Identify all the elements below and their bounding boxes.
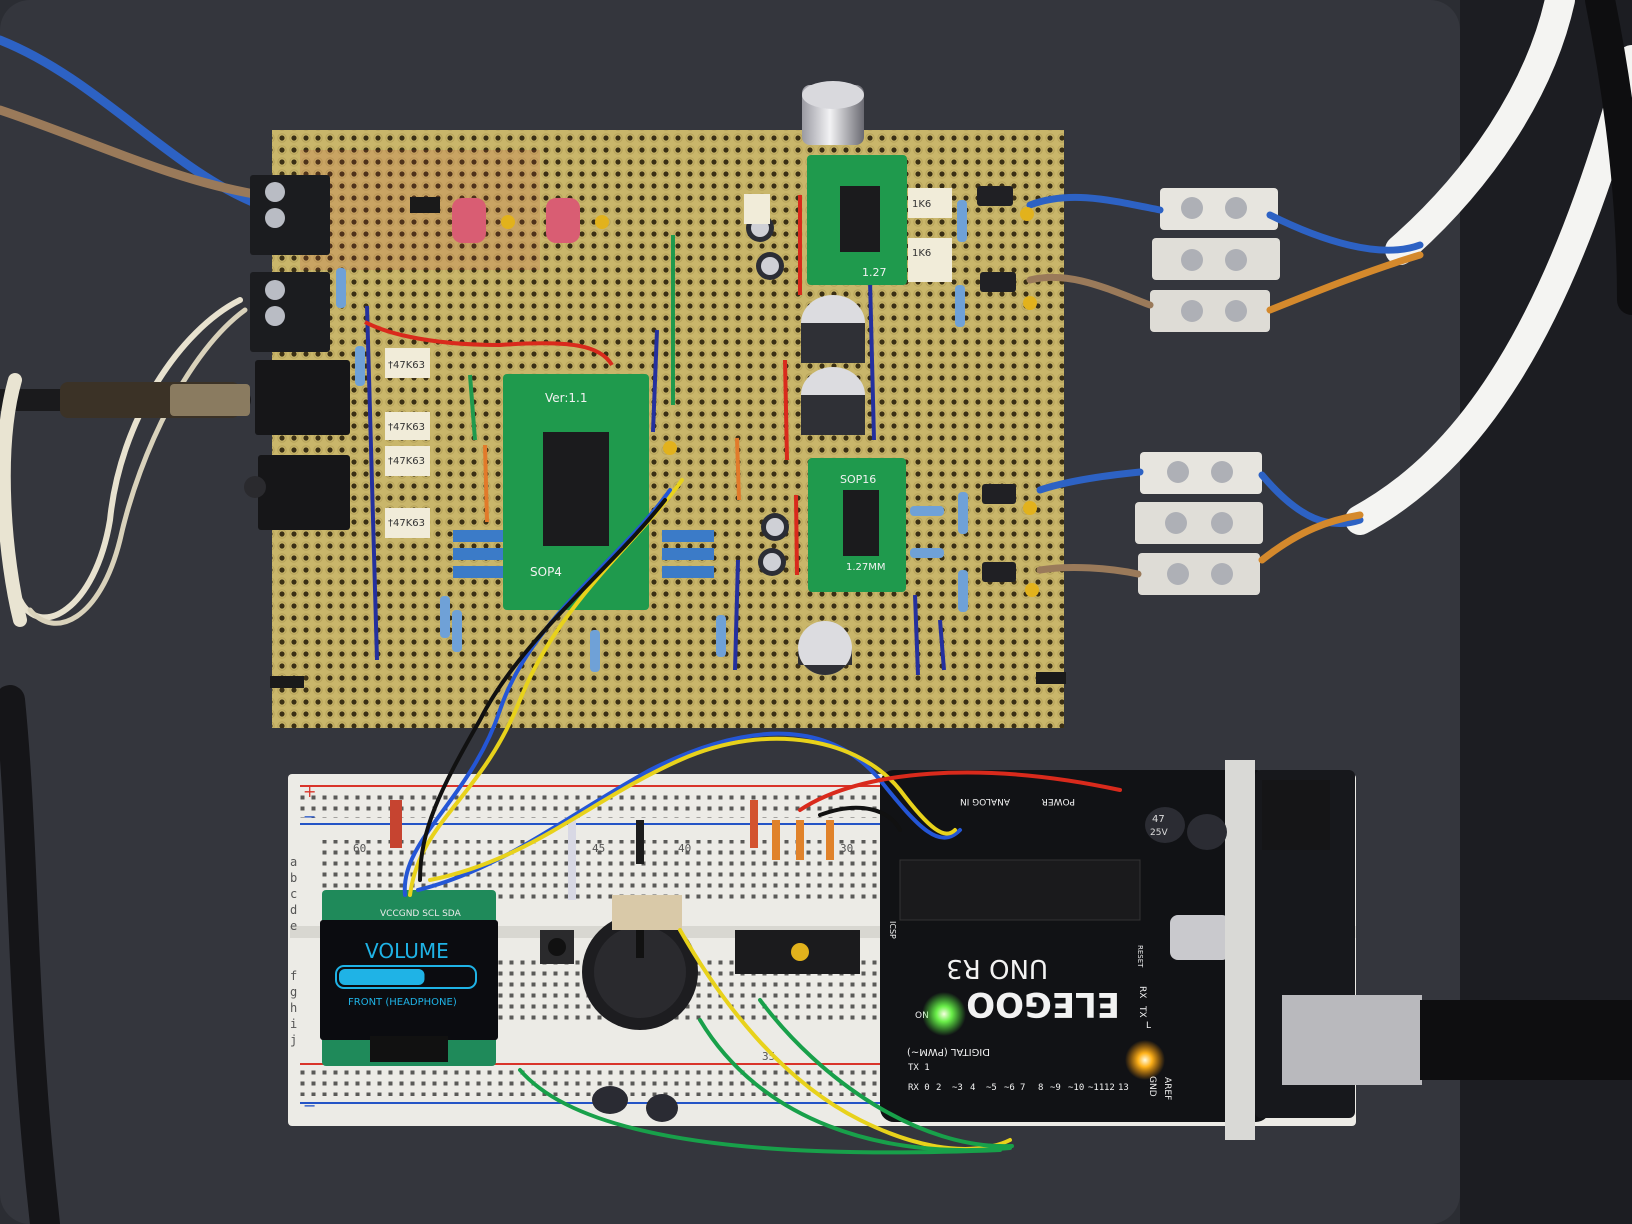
svg-text:†47K63: †47K63 [388, 360, 425, 371]
col-40: 40 [678, 842, 691, 855]
arduino-board: 47 25V ELEGOO UNO R3 DIGITAL (PWM~) ANAL… [880, 760, 1632, 1140]
svg-text:1K6: 1K6 [912, 199, 931, 210]
row-a: a [290, 855, 297, 869]
col-30: 30 [840, 842, 853, 855]
svg-text:7: 7 [1020, 1083, 1025, 1093]
sop28-version: Ver:1.1 [545, 391, 588, 405]
col-45: 45 [592, 842, 605, 855]
digital-label: DIGITAL (PWM~) [907, 1046, 990, 1057]
row-j: j [290, 1033, 297, 1047]
row-d: d [290, 903, 297, 917]
arduino-model: UNO R3 [946, 953, 1048, 983]
power-label: POWER [1042, 796, 1075, 806]
cap-value: 47 [1152, 814, 1165, 825]
row-e: e [290, 919, 297, 933]
aref-label: AREF [1162, 1077, 1172, 1100]
svg-text:†47K63: †47K63 [388, 456, 425, 467]
svg-text:TX 1: TX 1 [908, 1063, 930, 1073]
sop16-adapter-top: 1.27 [807, 155, 907, 285]
svg-text:~5: ~5 [986, 1083, 997, 1093]
volume-bar-outline [335, 965, 477, 989]
svg-text:~6: ~6 [1004, 1083, 1015, 1093]
sop16-top-size: 1.27 [862, 266, 887, 279]
svg-text:1K6: 1K6 [912, 248, 931, 259]
icsp-label: ICSP [888, 921, 897, 939]
rail-minus: − [303, 807, 316, 826]
reset-label: RESET [1136, 945, 1144, 968]
digital-pin-labels: 13 12 ~11 ~10 ~9 8 7 ~6 ~5 4 ~3 2 TX 1 R… [908, 1063, 1129, 1093]
svg-text:†47K63: †47K63 [388, 422, 425, 433]
svg-text:~9: ~9 [1050, 1083, 1061, 1093]
power-led [922, 992, 966, 1036]
oled-module: VCCGND SCL SDA VOLUME FRONT (HEADPHONE) [320, 890, 498, 1066]
board-components [270, 81, 1066, 688]
sop28-adapter: Ver:1.1 SOP4 [503, 374, 649, 610]
row-c: c [290, 887, 297, 901]
l-label: L [1146, 1021, 1151, 1031]
left-connectors [244, 175, 350, 530]
left-cables [0, 35, 265, 1224]
row-f: f [290, 969, 297, 983]
svg-text:~11: ~11 [1088, 1083, 1104, 1093]
sop28-name: SOP4 [530, 565, 562, 579]
svg-text:†47K63: †47K63 [388, 518, 425, 529]
output-wires [1026, 193, 1424, 578]
on-label: ON [915, 1011, 929, 1021]
volume-bar-fill [339, 969, 425, 985]
svg-text:4: 4 [970, 1083, 975, 1093]
jumper-wires [402, 478, 1122, 1155]
row-b: b [290, 871, 297, 885]
svg-text:~3: ~3 [952, 1083, 963, 1093]
sop16-adapter: SOP16 1.27MM [808, 458, 906, 592]
svg-text:13: 13 [1118, 1083, 1129, 1093]
rail-plus: + [303, 782, 316, 801]
sop16-size: 1.27MM [846, 562, 886, 573]
film-cap-labels: †47K63 †47K63 †47K63 †47K63 1K6 1K6 [388, 199, 931, 529]
cap-voltage: 25V [1150, 828, 1168, 838]
terminal-blocks-right [1135, 188, 1280, 595]
row-i: i [290, 1017, 297, 1031]
sop16-name: SOP16 [840, 473, 876, 486]
oled-header: VCCGND SCL SDA [380, 909, 462, 919]
svg-text:RX 0: RX 0 [908, 1083, 930, 1093]
row-g: g [290, 985, 297, 999]
svg-text:8: 8 [1038, 1083, 1043, 1093]
col-60: 60 [353, 842, 366, 855]
svg-text:~10: ~10 [1068, 1083, 1084, 1093]
tx-label: TX [1137, 1005, 1147, 1018]
svg-text:12: 12 [1104, 1083, 1115, 1093]
rail-minus-bottom: − [303, 1096, 316, 1115]
gnd-label: GND [1147, 1076, 1157, 1097]
analog-label: ANALOG IN [960, 796, 1010, 806]
pin13-led [1125, 1040, 1165, 1080]
right-cables [1345, 0, 1632, 535]
rx-label: RX [1137, 986, 1147, 998]
oled-subtitle: FRONT (HEADPHONE) [348, 997, 457, 1008]
oled-title: VOLUME [365, 939, 449, 963]
svg-text:2: 2 [936, 1083, 941, 1093]
arduino-brand: ELEGOO [966, 984, 1120, 1024]
row-h: h [290, 1001, 297, 1015]
